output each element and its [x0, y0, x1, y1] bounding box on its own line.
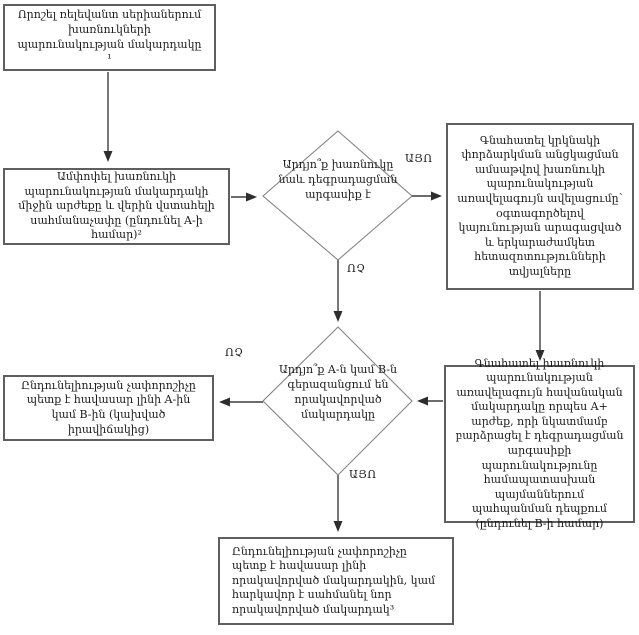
node-summarize-mean-and-upper-limit: Ամփոփել խառնուկի պարունակության մակարդակ…: [3, 168, 230, 245]
node-determine-impurity-level: Որոշել ռելեվանտ սերիաներում խառնուկների …: [3, 4, 216, 71]
node-criterion-equal-a-or-b: Ընդունելիության չափորոշիչը պետք է հավասա…: [3, 375, 214, 441]
edge-label-no-decision1: ՈՉ: [347, 262, 366, 275]
node-criterion-qualified-level: Ընդունելիության չափորոշիչը պետք է հավասա…: [218, 537, 454, 625]
edge-label-yes-decision2: ԱՅՈ: [349, 468, 377, 481]
decision-exceeds-question: Արդյո՞ք A-ն կամ B-ն գերազանցում են որակա…: [279, 363, 397, 421]
node-assess-max-probable-level: Գնահատել խառնուկի պարունակության առավելա…: [444, 357, 635, 530]
decision-degradation-question: Արդյո՞ք խառնուկը նաև դեգրադացման արգասիք…: [278, 158, 398, 201]
edge-label-yes-decision1: ԱՅՈ: [405, 152, 433, 165]
edge-label-no-decision2: ՈՉ: [225, 346, 244, 359]
node-assess-max-increase: Գնահատել կրկնակի փորձարկման անցկացման ամ…: [446, 123, 634, 290]
